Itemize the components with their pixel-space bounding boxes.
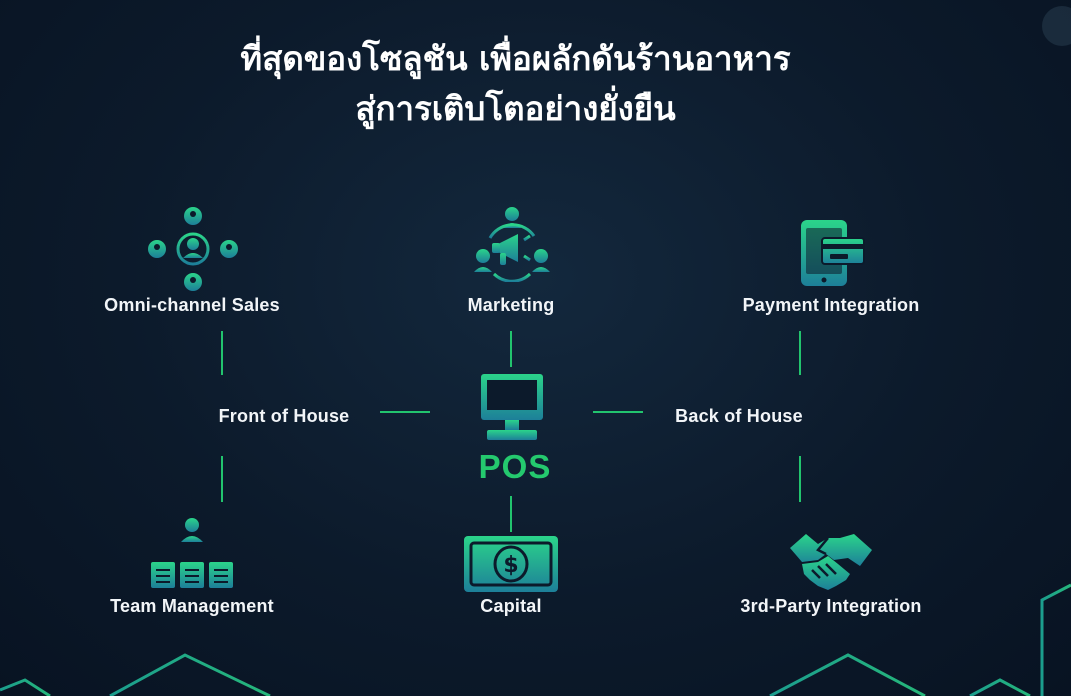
connector-front-pos (380, 411, 430, 413)
label-third-party-integration: 3rd-Party Integration (740, 596, 922, 616)
banknote-icon: $ (464, 536, 558, 592)
network-people-icon (148, 207, 238, 291)
connector-pos-back (593, 411, 643, 413)
connector-front-team (221, 456, 223, 502)
connector-omni-front (221, 331, 223, 375)
monitor-icon (481, 374, 543, 440)
connector-back-thirdparty (799, 456, 801, 502)
connector-pos-capital (510, 496, 512, 532)
connector-payment-back (799, 331, 801, 375)
svg-text:$: $ (503, 553, 518, 578)
label-payment-integration: Payment Integration (742, 295, 920, 315)
org-chart-icon (151, 518, 233, 588)
label-capital: Capital (480, 596, 542, 616)
page-title: ที่สุดของโซลูชัน เพื่อผลักดันร้านอาหาร ส… (0, 34, 1031, 134)
label-back-of-house: Back of House (675, 406, 803, 426)
handshake-icon (790, 534, 872, 590)
label-marketing: Marketing (467, 295, 555, 315)
title-line-2: สู่การเติบโตอย่างยั่งยืน (355, 89, 676, 128)
megaphone-people-icon (474, 207, 550, 282)
label-front-of-house: Front of House (218, 406, 350, 426)
label-omni-channel-sales: Omni-channel Sales (104, 295, 280, 315)
label-team-management: Team Management (110, 596, 274, 616)
connector-marketing-pos (510, 331, 512, 367)
phone-card-icon (801, 220, 865, 286)
title-line-1: ที่สุดของโซลูชัน เพื่อผลักดันร้านอาหาร (240, 39, 791, 78)
label-pos: POS (478, 448, 552, 485)
